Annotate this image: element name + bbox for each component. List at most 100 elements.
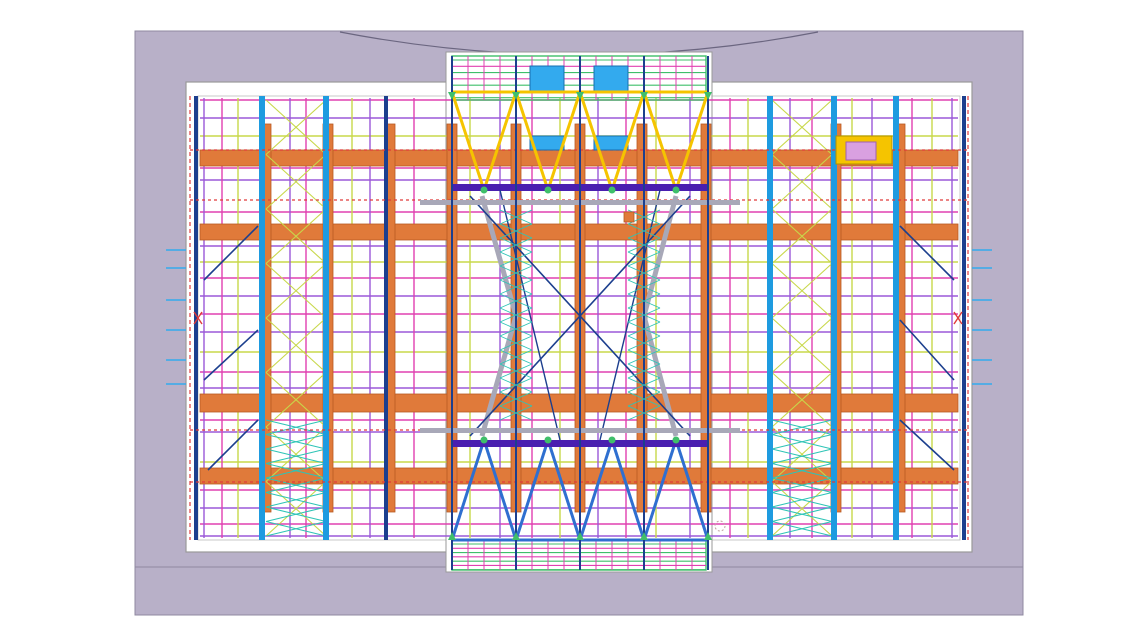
tower-lattice <box>499 321 533 337</box>
blue-column <box>893 96 899 540</box>
yellow-truss-member <box>610 91 646 191</box>
tower-lattice <box>627 251 661 267</box>
side-diagonal-brace <box>899 225 955 281</box>
blue-column <box>323 96 329 540</box>
green-node-marker <box>640 532 648 540</box>
tower-lattice <box>627 237 661 253</box>
bay-cross-brace <box>265 506 327 523</box>
bay-cross-brace <box>771 506 833 523</box>
blue-truss-member <box>546 439 582 541</box>
tower-lattice <box>627 363 661 379</box>
bay-cross-brace <box>771 317 833 373</box>
bay-cross-brace <box>771 99 833 155</box>
bay-cross-brace <box>265 208 327 264</box>
bay-cross-brace <box>265 491 327 508</box>
navy-column <box>194 96 198 540</box>
green-node-marker <box>608 186 616 194</box>
bay-cross-brace <box>265 99 327 155</box>
green-node-marker <box>704 92 712 100</box>
red-x-marker <box>193 311 203 325</box>
yellow-truss-member <box>450 91 486 191</box>
tower-lattice <box>627 405 661 421</box>
bay-cross-brace <box>771 491 833 508</box>
green-node-marker <box>672 436 680 444</box>
bay-cross-brace <box>771 477 833 494</box>
tower-lattice <box>627 377 661 393</box>
green-node-marker <box>448 92 456 100</box>
pink-equipment-box <box>845 141 877 161</box>
bay-cross-brace <box>265 419 327 436</box>
blue-truss-member <box>450 439 486 541</box>
blue-skylight-panel <box>529 65 565 93</box>
bay-cross-brace <box>771 520 833 537</box>
tower-lattice <box>499 237 533 253</box>
bay-cross-brace <box>265 317 327 373</box>
tower-lattice <box>499 307 533 323</box>
navy-column <box>384 96 388 540</box>
side-diagonal-brace <box>203 329 259 381</box>
bay-cross-brace <box>265 520 327 537</box>
navy-cross-diagonal <box>599 189 661 441</box>
tower-lattice <box>627 223 661 239</box>
green-node-marker <box>480 186 488 194</box>
tower-lattice <box>499 363 533 379</box>
orange-plate <box>623 211 635 223</box>
green-node-marker <box>512 532 520 540</box>
side-diagonal-brace <box>899 419 955 471</box>
green-node-marker <box>704 532 712 540</box>
bay-cross-brace <box>771 154 833 210</box>
yellow-truss-member <box>642 91 678 191</box>
bay-cross-brace <box>771 263 833 319</box>
bay-cross-brace <box>771 433 833 450</box>
bay-cross-brace <box>265 462 327 479</box>
bay-cross-brace <box>265 372 327 428</box>
blue-column <box>831 96 837 540</box>
tower-lattice <box>499 293 533 309</box>
green-node-marker <box>576 92 584 100</box>
blue-column <box>767 96 773 540</box>
yellow-truss-member <box>546 91 582 191</box>
tower-lattice <box>627 391 661 407</box>
tower-lattice <box>627 265 661 281</box>
bay-cross-brace <box>771 448 833 465</box>
blue-truss-member <box>610 439 646 541</box>
column-group <box>166 96 992 540</box>
blue-truss-member <box>514 439 550 541</box>
red-x-marker <box>953 311 963 325</box>
tower-lattice <box>627 321 661 337</box>
bay-bracing-group <box>203 99 955 537</box>
bay-cross-brace <box>771 426 833 482</box>
green-node-marker <box>608 436 616 444</box>
tower-lattice <box>499 279 533 295</box>
bay-cross-brace <box>265 263 327 319</box>
blue-truss-member <box>674 439 710 541</box>
bay-cross-brace <box>771 419 833 436</box>
bay-cross-brace <box>771 462 833 479</box>
tower-lattice <box>499 349 533 365</box>
tower-lattice <box>499 223 533 239</box>
blue-column <box>259 96 265 540</box>
green-node-marker <box>512 92 520 100</box>
green-node-marker <box>448 532 456 540</box>
tower-lattice <box>499 209 533 225</box>
tower-lattice <box>499 377 533 393</box>
side-diagonal-brace <box>207 419 259 471</box>
green-node-marker <box>576 532 584 540</box>
dashed-circle-marker <box>714 520 726 532</box>
green-node-marker <box>640 92 648 100</box>
blue-truss-member <box>578 439 614 541</box>
equipment-group <box>623 135 893 532</box>
bay-cross-brace <box>771 372 833 428</box>
tower-lattice <box>499 251 533 267</box>
green-node-marker <box>544 436 552 444</box>
bay-cross-brace <box>265 448 327 465</box>
central-tower-group <box>420 55 740 571</box>
tower-lattice <box>627 335 661 351</box>
yellow-truss-member <box>674 91 710 191</box>
tower-lattice <box>627 293 661 309</box>
tower-lattice <box>627 307 661 323</box>
yellow-truss-member <box>578 91 614 191</box>
green-node-marker <box>672 186 680 194</box>
